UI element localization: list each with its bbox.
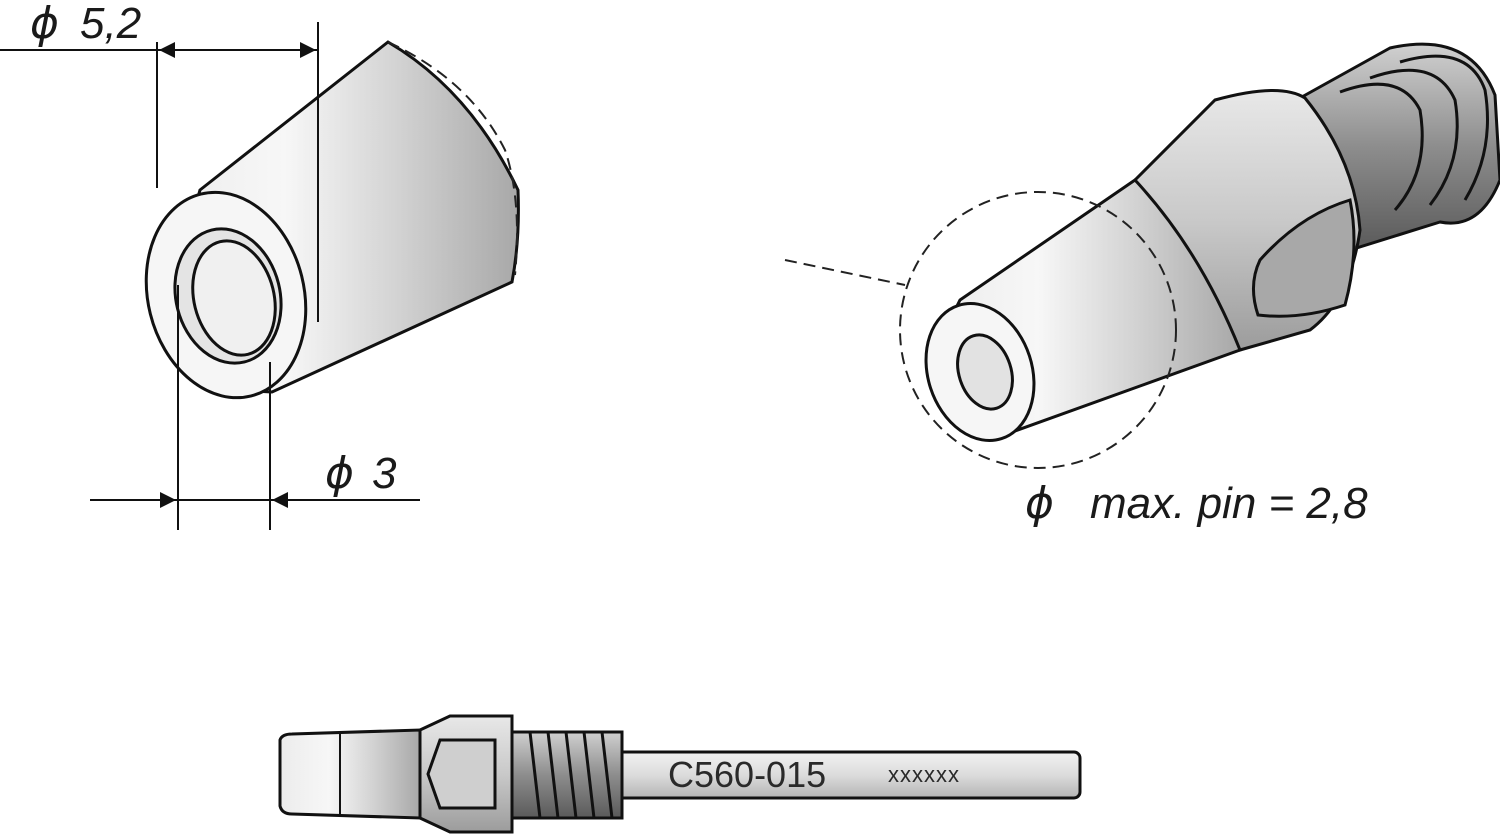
thread-ridge-1 [1339,82,1424,211]
nozzle-perspective: ϕ max. pin = 2,8 [784,42,1500,529]
part-number: C560-015 [668,754,826,795]
detail-callout-circle [899,191,1177,469]
max-pin-label: max. pin = 2,8 [1090,479,1368,528]
side-hex-flat [426,738,497,810]
diameter-symbol: ϕ [1025,478,1054,529]
inner-diameter-value: 3 [372,449,397,498]
wrench-flat [1252,198,1356,318]
nozzle-tip-bore [956,333,1014,411]
side-tip [278,728,422,820]
detail-callout-leader [784,259,906,286]
cut-edge-dashed [387,41,518,276]
outer-diameter-value: 5,2 [80,0,141,48]
thread-ridge-2 [1369,68,1459,206]
serial-placeholder: xxxxxx [888,762,960,787]
thread-ridge-3 [1399,54,1489,201]
nozzle-bore-inner [191,239,277,357]
nozzle-closeup: ϕ 5,2 ϕ 3 [0,0,520,530]
nozzle-side-view: C560-015 xxxxxx [278,714,1082,834]
thread-lines [528,731,614,819]
diameter-symbol: ϕ [30,0,59,49]
diameter-symbol: ϕ [325,448,354,499]
